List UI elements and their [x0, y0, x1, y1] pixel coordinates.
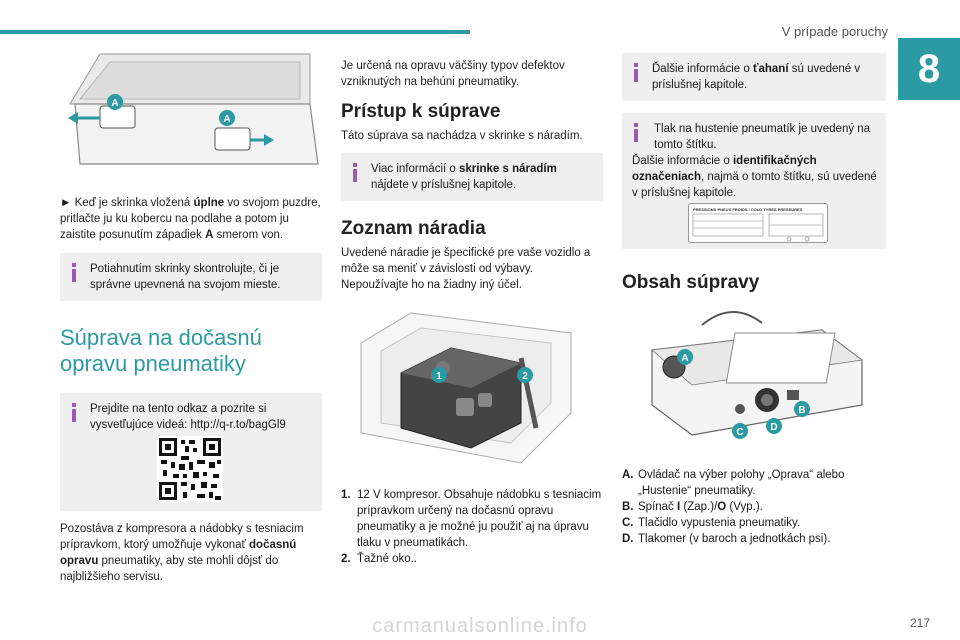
svg-text:D: D	[770, 422, 777, 433]
list-item: D.Tlakomer (v baroch a jednotkách psi).	[622, 533, 831, 545]
column-2: Je určená na opravu väčšiny typov defekt…	[341, 58, 603, 567]
list-item: B.Spínač I (Zap.)/O (Vyp.).	[622, 501, 763, 513]
info-box-towing: Ďalšie informácie o ťahaní sú uvedené v …	[622, 53, 886, 101]
list-item: 2.Ťažné oko..	[341, 553, 418, 565]
callout-a-1	[107, 94, 123, 110]
list-item: 1.12 V kompresor. Obsahuje nádobku s tes…	[341, 489, 602, 549]
svg-text:1: 1	[436, 371, 442, 382]
svg-text:A: A	[681, 353, 688, 364]
section-heading-repair-kit: Súprava na dočasnú opravu pneumatiky	[60, 325, 262, 376]
kit-usage-intro: Je určená na opravu väčšiny typov defekt…	[341, 60, 565, 88]
callout-b	[794, 401, 810, 417]
svg-text:A: A	[223, 114, 230, 125]
callout-d	[766, 418, 782, 434]
header-title: V prípade poruchy	[781, 24, 888, 39]
svg-text:C: C	[736, 427, 743, 438]
toolbox-latch-illustration: A A	[60, 44, 322, 174]
tyre-pressure-label: PRESSIONS PNEUS FROIDS / COLD TYRES PRES…	[688, 203, 828, 243]
callout-2	[517, 367, 533, 383]
column-3: Ďalšie informácie o ťahaní sú uvedené v …	[622, 53, 886, 547]
info-box-video: Prejdite na tento odkaz a pozrite si vys…	[60, 393, 322, 511]
section-heading-access: Prístup k súprave	[341, 101, 501, 122]
info-box-check: Potiahnutím skrinky skontrolujte, či je …	[60, 253, 322, 301]
callout-c	[732, 423, 748, 439]
tool-list: 1.12 V kompresor. Obsahuje nádobku s tes…	[341, 487, 603, 567]
info-box-pressure-label: Tlak na hustenie pneumatík je uvedený na…	[622, 113, 886, 249]
callout-a-2	[219, 110, 235, 126]
tool-kit-illustration: 1 2	[341, 303, 603, 473]
latch-instruction: ► Keď je skrinka vložená úplne vo svojom…	[60, 197, 321, 241]
qr-code[interactable]	[157, 436, 223, 502]
svg-text:A: A	[111, 98, 118, 109]
info-icon	[70, 403, 78, 423]
chapter-tab[interactable]: 8	[898, 38, 960, 100]
svg-text:B: B	[798, 405, 805, 416]
section-heading-kit-contents: Obsah súpravy	[622, 272, 760, 293]
list-item: C.Tlačidlo vypustenia pneumatiky.	[622, 517, 801, 529]
info-icon	[351, 163, 359, 183]
kit-description: Pozostáva z kompresora a nádobky s tesni…	[60, 523, 304, 583]
column-1: A A ► Keď je skrinka vložená úplne vo sv…	[60, 44, 322, 585]
list-item: A.Ovládač na výber polohy „Oprava“ alebo…	[622, 469, 845, 497]
header-accent-bar	[0, 30, 470, 34]
tool-list-text: Uvedené náradie je špecifické pre vaše v…	[341, 247, 591, 291]
watermark: carmanualsonline.info	[372, 615, 588, 637]
page-number: 217	[909, 616, 930, 630]
svg-text:2: 2	[522, 371, 528, 382]
info-icon	[70, 263, 78, 283]
callout-a	[677, 349, 693, 365]
compressor-illustration: A B C D	[622, 305, 886, 455]
info-box-toolbox: Viac informácií o skrinke s náradím nájd…	[341, 153, 603, 201]
svg-text:PRESSIONS PNEUS FROIDS / COLD: PRESSIONS PNEUS FROIDS / COLD TYRES PRES…	[693, 207, 803, 212]
kit-contents-list: A.Ovládač na výber polohy „Oprava“ alebo…	[622, 467, 886, 547]
access-text: Táto súprava sa nachádza v skrinke s nár…	[341, 130, 583, 142]
info-icon	[632, 63, 640, 83]
callout-1	[431, 367, 447, 383]
info-icon	[632, 123, 640, 143]
section-heading-tool-list: Zoznam náradia	[341, 218, 486, 239]
